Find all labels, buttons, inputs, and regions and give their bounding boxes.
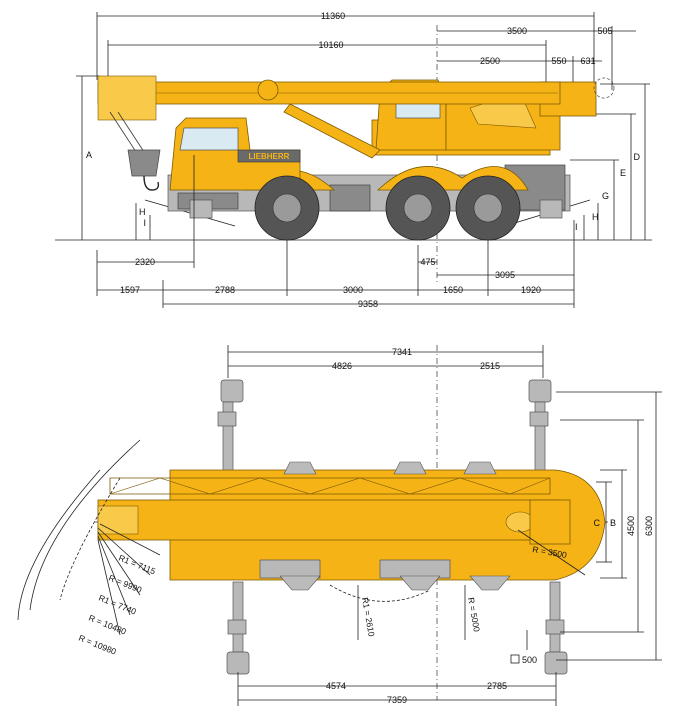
wheel-2: [385, 175, 451, 241]
dim-631: 631: [580, 56, 595, 66]
dim-475: 475: [420, 257, 435, 267]
dim-2320: 2320: [135, 257, 155, 267]
dim-7359: 7359: [387, 695, 407, 705]
brand-text: LIEBHERR: [249, 152, 290, 161]
height-label-A: A: [86, 150, 92, 160]
folded-jib: [109, 477, 551, 495]
dim-rear-3500: 3500: [507, 26, 527, 36]
dim-9358: 9358: [358, 299, 378, 309]
boom-head: [97, 75, 157, 121]
cab-window: [179, 127, 239, 151]
outrigger-front-bottom: [226, 581, 250, 675]
dim-2785: 2785: [487, 681, 507, 691]
dim-1920: 1920: [521, 285, 541, 295]
dim-label-B: B: [610, 518, 616, 528]
dim-6300: 6300: [644, 516, 654, 536]
dim-2515: 2515: [480, 361, 500, 371]
height-label-G: G: [602, 191, 609, 201]
hook: [143, 175, 160, 191]
radius-label-R-5000: R = 5000: [466, 597, 482, 633]
brand-plate: [237, 149, 301, 163]
height-label-I-rear: I: [575, 222, 578, 232]
dim-3095: 3095: [495, 270, 515, 280]
radius-arc-1: [29, 439, 141, 611]
wheel-3: [455, 175, 521, 241]
hook-block: [127, 149, 161, 177]
pad-size-marker: [510, 654, 520, 664]
outrigger-rear-bottom: [544, 581, 568, 675]
dim-overall-length: 11360: [321, 11, 345, 21]
radius-label-R-10480: R = 10480: [87, 613, 128, 637]
boom-head-top: [97, 505, 139, 535]
dim-label-C: C: [594, 518, 601, 528]
dim-550: 550: [551, 56, 566, 66]
boom-top: [97, 499, 559, 541]
wheel-1: [254, 175, 320, 241]
height-label-E: E: [620, 168, 626, 178]
dim-2788: 2788: [215, 285, 235, 295]
height-label-D: D: [634, 152, 641, 162]
side-view: 11360 10160 3500 505 2500 550 631 A D E …: [55, 11, 652, 309]
outrigger-front-top: [217, 379, 244, 473]
dim-7341: 7341: [392, 347, 412, 357]
dim-2500: 2500: [480, 56, 500, 66]
radius-label-R-10980: R = 10980: [77, 633, 118, 657]
radius-label-R-9990: R = 9990: [107, 573, 143, 595]
dim-1597: 1597: [120, 285, 140, 295]
height-label-H-rear: H: [592, 212, 599, 222]
dim-4574: 4574: [326, 681, 346, 691]
dim-4500: 4500: [626, 516, 636, 536]
dim-1650: 1650: [443, 285, 463, 295]
height-label-H-front: H: [139, 207, 146, 217]
dim-4826: 4826: [332, 361, 352, 371]
radius-label-R1-2610: R1 = 2610: [360, 597, 377, 638]
dim-505: 505: [597, 26, 612, 36]
pad-size-label: 500: [522, 655, 537, 665]
luffing-cylinder: [283, 103, 381, 159]
radius-label-R1-7115: R1 = 7115: [117, 553, 157, 577]
outrigger-rear-top: [528, 379, 552, 473]
radius-label-R1-7740: R1 = 7740: [97, 593, 138, 617]
dim-boom-length: 10160: [318, 40, 343, 50]
dim-3000: 3000: [343, 285, 363, 295]
top-view: 7341 4826 2515: [17, 345, 662, 706]
height-label-I-front: I: [143, 218, 146, 228]
